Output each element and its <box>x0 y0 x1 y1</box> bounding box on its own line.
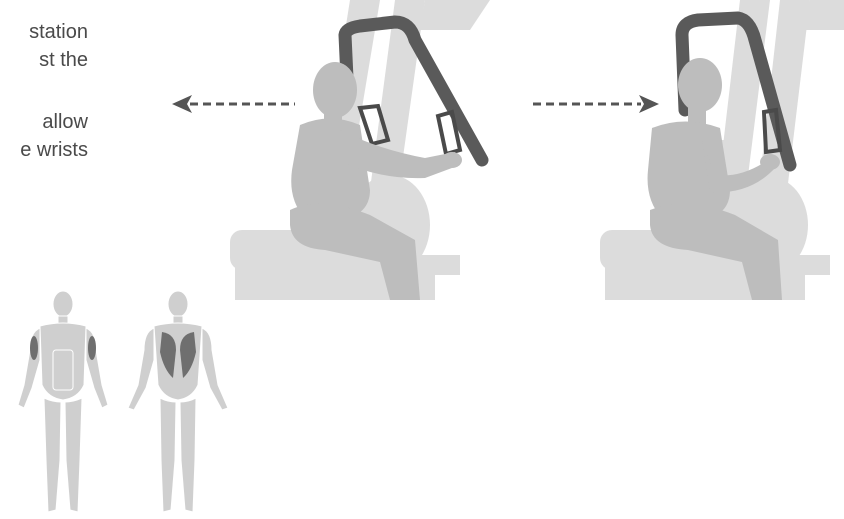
seated-exerciser-right-figure <box>590 0 844 300</box>
seated-exerciser-left-figure <box>220 0 510 300</box>
instruction-line: station <box>0 18 88 46</box>
muscle-chart-back-icon <box>118 290 238 518</box>
instruction-line: st the <box>0 46 88 74</box>
instruction-line: allow <box>0 108 88 136</box>
instruction-text: station st the allow e wrists <box>0 18 88 164</box>
muscle-chart-front-icon <box>8 290 118 518</box>
instruction-line: e wrists <box>0 136 88 164</box>
